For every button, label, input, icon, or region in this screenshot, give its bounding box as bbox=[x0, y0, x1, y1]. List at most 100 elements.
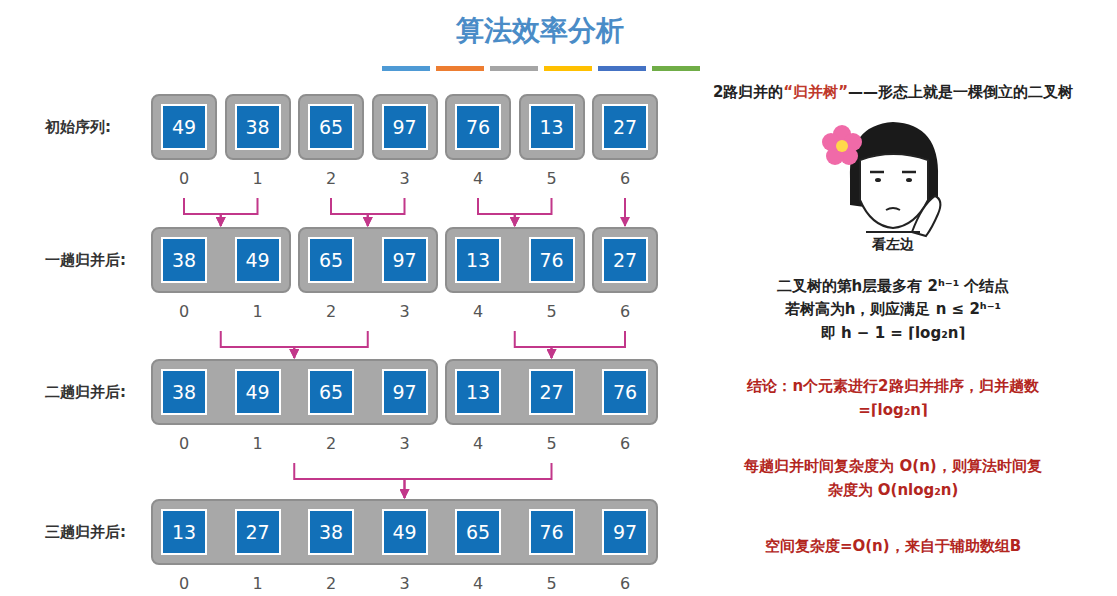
element-value: 49 bbox=[392, 521, 416, 543]
index-number: 5 bbox=[546, 300, 556, 324]
merge-run: 38 49 65 97 bbox=[151, 359, 438, 425]
element-box: 49 bbox=[235, 369, 281, 415]
element-box: 65 bbox=[308, 104, 354, 150]
element-value: 65 bbox=[466, 521, 490, 543]
merge-run: 65 97 bbox=[298, 227, 438, 293]
cartoon-girl bbox=[822, 122, 940, 236]
caption-text: 看左边 bbox=[872, 232, 914, 256]
merge-arrow bbox=[478, 198, 515, 226]
index-number: 0 bbox=[179, 432, 189, 456]
merge-run: 13 27 38 49 65 76 97 bbox=[151, 499, 658, 565]
index-number: 4 bbox=[473, 572, 483, 596]
note-text: ——形态上就是一棵倒立的二叉树 bbox=[848, 80, 1073, 104]
index-number: 6 bbox=[620, 167, 630, 191]
element-box: 76 bbox=[529, 509, 575, 555]
index-number: 4 bbox=[473, 432, 483, 456]
color-bar bbox=[382, 66, 700, 71]
element-box: 76 bbox=[602, 369, 648, 415]
element-box: 27 bbox=[529, 369, 575, 415]
element-box: 13 bbox=[455, 237, 501, 283]
index-number: 5 bbox=[546, 572, 556, 596]
merge-run: 27 bbox=[592, 94, 658, 160]
note-text: 2路归并的 bbox=[713, 80, 783, 104]
merge-arrow bbox=[294, 331, 368, 358]
element-value: 13 bbox=[466, 249, 490, 271]
index-number: 4 bbox=[473, 167, 483, 191]
page-title: 算法效率分析 bbox=[340, 12, 740, 50]
merge-run: 13 bbox=[519, 94, 585, 160]
element-box: 97 bbox=[382, 369, 428, 415]
element-box: 97 bbox=[382, 237, 428, 283]
element-value: 27 bbox=[245, 521, 269, 543]
element-value: 97 bbox=[392, 381, 416, 403]
merge-arrow bbox=[221, 331, 295, 358]
element-value: 13 bbox=[539, 116, 563, 138]
note-text: 二叉树的第h层最多有 2ʰ⁻¹ 个结点 bbox=[777, 274, 1010, 298]
element-box: 97 bbox=[382, 104, 428, 150]
index-number: 0 bbox=[179, 300, 189, 324]
index-number: 5 bbox=[546, 432, 556, 456]
element-value: 38 bbox=[172, 381, 196, 403]
merge-arrow bbox=[515, 331, 552, 358]
merge-run: 49 bbox=[151, 94, 217, 160]
index-number: 4 bbox=[473, 300, 483, 324]
element-box: 38 bbox=[161, 369, 207, 415]
element-value: 38 bbox=[172, 249, 196, 271]
note-text: 若树高为h，则应满足 n ≤ 2ʰ⁻¹ bbox=[785, 297, 1001, 321]
element-value: 65 bbox=[319, 381, 343, 403]
element-box: 13 bbox=[529, 104, 575, 150]
element-box: 27 bbox=[602, 104, 648, 150]
merge-arrow bbox=[221, 198, 258, 226]
index-number: 2 bbox=[326, 432, 336, 456]
element-value: 65 bbox=[319, 249, 343, 271]
merge-run: 38 bbox=[225, 94, 291, 160]
merge-run: 65 bbox=[298, 94, 364, 160]
index-number: 1 bbox=[252, 167, 262, 191]
merge-run: 97 bbox=[372, 94, 438, 160]
element-box: 65 bbox=[308, 237, 354, 283]
element-value: 65 bbox=[319, 116, 343, 138]
conclusion-text: 结论：n个元素进行2路归并排序，归并趟数=⌈log₂n⌉ bbox=[743, 374, 1043, 422]
index-number: 3 bbox=[399, 300, 409, 324]
index-number: 3 bbox=[399, 432, 409, 456]
element-box: 49 bbox=[235, 237, 281, 283]
element-value: 38 bbox=[245, 116, 269, 138]
element-value: 76 bbox=[539, 249, 563, 271]
element-value: 13 bbox=[466, 381, 490, 403]
index-number: 0 bbox=[179, 167, 189, 191]
element-value: 76 bbox=[539, 521, 563, 543]
index-number: 2 bbox=[326, 167, 336, 191]
element-box: 49 bbox=[382, 509, 428, 555]
element-box: 97 bbox=[602, 509, 648, 555]
merge-run: 13 76 bbox=[445, 227, 585, 293]
element-box: 38 bbox=[235, 104, 281, 150]
index-number: 2 bbox=[326, 572, 336, 596]
merge-run: 13 27 76 bbox=[445, 359, 658, 425]
index-number: 3 bbox=[399, 572, 409, 596]
row-label: 三趟归并后: bbox=[45, 520, 126, 544]
index-number: 5 bbox=[546, 167, 556, 191]
row-label: 二趟归并后: bbox=[45, 380, 126, 404]
element-value: 97 bbox=[613, 521, 637, 543]
note-highlight: “归并树” bbox=[783, 80, 848, 104]
merge-arrow bbox=[624, 198, 626, 226]
element-value: 97 bbox=[392, 249, 416, 271]
merge-arrow bbox=[552, 331, 626, 358]
element-value: 97 bbox=[392, 116, 416, 138]
element-box: 27 bbox=[602, 237, 648, 283]
index-number: 0 bbox=[179, 572, 189, 596]
index-number: 1 bbox=[252, 572, 262, 596]
element-box: 76 bbox=[529, 237, 575, 283]
conclusion-text: 空间复杂度=O(n)，来自于辅助数组B bbox=[765, 534, 1021, 558]
merge-arrow bbox=[515, 198, 552, 226]
element-box: 13 bbox=[161, 509, 207, 555]
merge-arrow bbox=[368, 198, 405, 226]
note-text: 即 h − 1 = ⌈log₂n⌉ bbox=[821, 321, 966, 345]
element-value: 38 bbox=[319, 521, 343, 543]
element-value: 76 bbox=[466, 116, 490, 138]
element-value: 27 bbox=[539, 381, 563, 403]
index-number: 1 bbox=[252, 300, 262, 324]
element-box: 65 bbox=[455, 509, 501, 555]
element-value: 49 bbox=[245, 249, 269, 271]
index-number: 3 bbox=[399, 167, 409, 191]
